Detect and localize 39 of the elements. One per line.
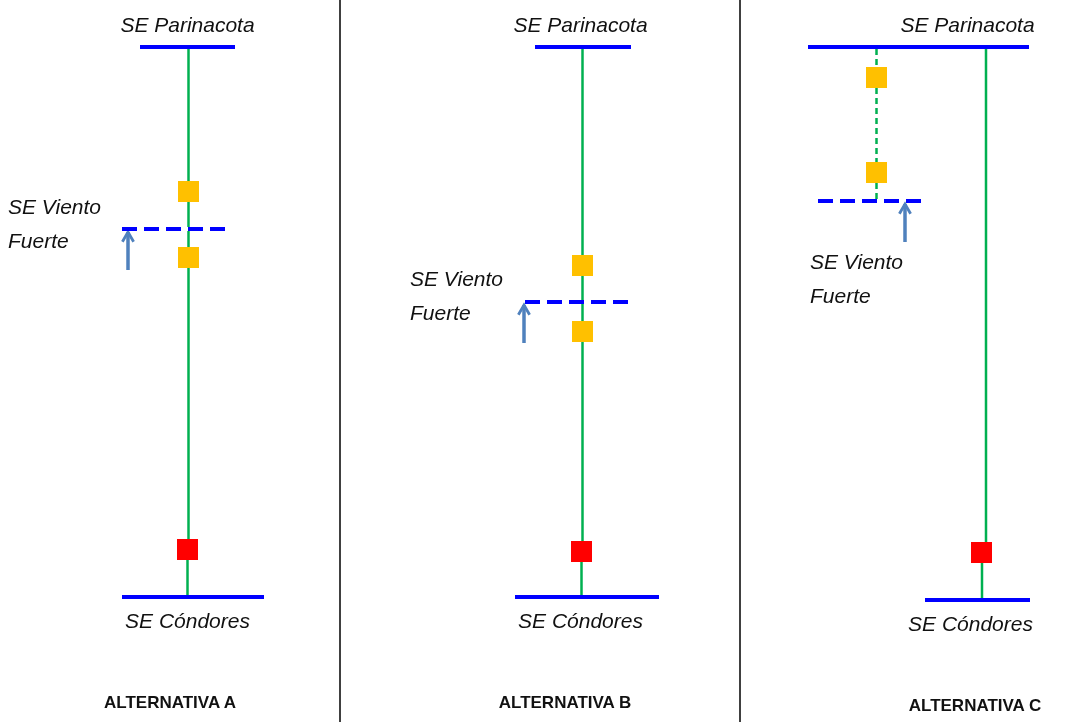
alternative-title: ALTERNATIVA B	[497, 693, 633, 713]
line-connector	[875, 88, 878, 162]
substation-label: SE Parinacota	[512, 12, 649, 38]
substation-label: SE Cóndores	[124, 608, 251, 634]
line-connector	[186, 560, 189, 595]
line-connector	[980, 563, 984, 598]
breaker-square	[572, 321, 593, 342]
line-connector	[580, 562, 583, 595]
line-connector	[581, 304, 584, 321]
line-connector	[187, 231, 190, 247]
arrow	[517, 303, 531, 343]
line-connector	[984, 49, 988, 542]
line-connector	[187, 202, 190, 227]
substation-label: SE Viento Fuerte	[410, 266, 504, 326]
line-connector	[187, 49, 190, 181]
line-connector	[581, 49, 584, 255]
breaker-square	[178, 181, 199, 202]
line-connector	[581, 276, 584, 300]
substation-label: SE Parinacota	[899, 12, 1036, 38]
breaker-square	[572, 255, 593, 276]
substation-label: SE Parinacota	[119, 12, 256, 38]
breaker-square	[866, 67, 887, 88]
line-connector	[187, 268, 190, 539]
line-connector	[875, 183, 878, 199]
breaker-square	[866, 162, 887, 183]
substation-label: SE Viento Fuerte	[8, 194, 102, 254]
closed-breaker-square	[177, 539, 198, 560]
substation-label: SE Cóndores	[517, 608, 644, 634]
substation-label: SE Cóndores	[907, 611, 1034, 637]
closed-breaker-square	[571, 541, 592, 562]
breaker-square	[178, 247, 199, 268]
arrow	[898, 202, 912, 242]
line-connector	[875, 49, 878, 67]
line-connector	[581, 342, 584, 541]
alternative-title: ALTERNATIVA A	[103, 693, 237, 713]
substation-label: SE Viento Fuerte	[810, 249, 904, 309]
alternative-title: ALTERNATIVA C	[907, 696, 1043, 716]
closed-breaker-square	[971, 542, 992, 563]
arrow	[121, 230, 135, 270]
